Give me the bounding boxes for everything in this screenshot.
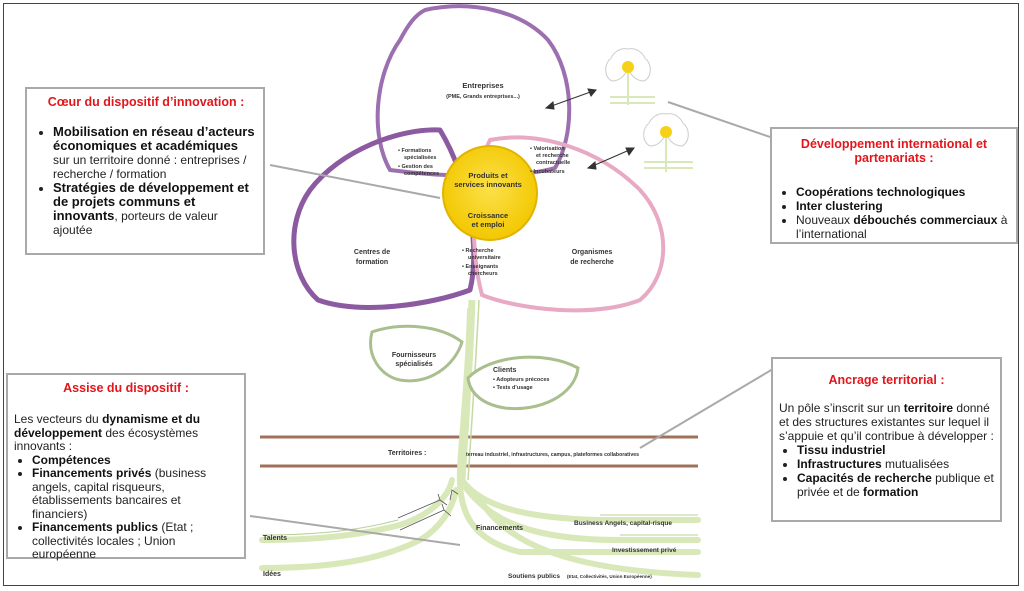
mini-flower-2 (643, 113, 693, 172)
svg-text:et recherche: et recherche (536, 153, 569, 159)
leaf-fournisseurs (369, 324, 464, 383)
image-frame (3, 3, 1019, 586)
svg-text:et emploi: et emploi (472, 220, 505, 229)
coeur-title: Cœur du dispositif d’innovation : (47, 95, 245, 109)
developpement-international-box: Développement international et partenari… (770, 127, 1018, 244)
developpement-title: Développement international et partenari… (800, 137, 988, 165)
mini-flower-1 (605, 48, 655, 105)
assise-item: Financements publics (Etat ; collectivit… (32, 520, 238, 562)
label-organismes-1: Organismes (572, 249, 613, 256)
coeur-list: Mobilisation en réseau d’acteurs économi… (35, 125, 257, 238)
stem (458, 299, 476, 481)
coeur-item: Mobilisation en réseau d’acteurs économi… (53, 125, 257, 182)
svg-text:contractuelle: contractuelle (536, 160, 570, 166)
svg-text:universitaire: universitaire (468, 255, 501, 261)
coeur-item: Stratégies de développement et de projet… (53, 181, 257, 238)
label-idees: Idées (263, 571, 281, 578)
label-centres-1: Centres de (354, 249, 390, 256)
assise-title: Assise du dispositif : (63, 381, 189, 395)
double-arrows (544, 88, 635, 170)
petal-organismes (471, 135, 666, 313)
connector-lines (249, 101, 779, 546)
center-labels: Produits et services innovants Croissanc… (454, 171, 522, 229)
svg-text:• Enseignants: • Enseignants (462, 264, 498, 270)
label-clients-1: • Adopteurs précoces (493, 377, 549, 383)
leaf-clients (466, 355, 580, 411)
ancrage-item: Capacités de recherche publique et privé… (797, 471, 994, 499)
assise-dispositif-box: Assise du dispositif : Les vecteurs du d… (6, 373, 246, 562)
developpement-list: Coopérations technologiques Inter cluste… (778, 185, 1010, 241)
developpement-item: Inter clustering (796, 199, 1010, 213)
ancrage-title: Ancrage territorial : (828, 373, 945, 387)
ancrage-intro: Un pôle s’inscrit sur un territoire donn… (779, 401, 994, 443)
ancrage-territorial-box: Ancrage territorial : Un pôle s’inscrit … (771, 357, 1002, 522)
valorisation-list: • Valorisation et recherche contractuell… (530, 146, 570, 175)
label-soutiens: Soutiens publics (508, 573, 560, 580)
label-investissement: Investissement privé (612, 547, 677, 554)
developpement-item: Coopérations technologiques (796, 185, 1010, 199)
formations-list: • Formations spécialisées • Gestion des … (398, 148, 439, 177)
label-organismes-2: de recherche (570, 259, 614, 266)
ancrage-item: Tissu industriel (797, 443, 994, 457)
assise-list: Compétences Financements privés (busines… (14, 453, 238, 562)
assise-item: Compétences (32, 453, 238, 468)
svg-text:Produits et: Produits et (468, 171, 508, 180)
svg-text:• Recherche: • Recherche (462, 248, 494, 254)
svg-text:Croissance: Croissance (468, 211, 508, 220)
svg-text:• Incubateurs: • Incubateurs (530, 169, 565, 175)
center-core (442, 145, 538, 241)
svg-text:• Gestion des: • Gestion des (398, 164, 433, 170)
assise-item: Financements privés (business angels, ca… (32, 466, 238, 521)
assise-intro: Les vecteurs du dynamisme et du développ… (14, 412, 201, 453)
label-clients-2: • Tests d’usage (493, 385, 533, 391)
coeur-dispositif-box: Cœur du dispositif d’innovation : Mobili… (25, 87, 265, 255)
svg-text:compétences: compétences (404, 171, 439, 177)
label-talents: Talents (263, 535, 287, 542)
label-fournisseurs-1: Fournisseurs (392, 352, 436, 359)
territory-band (260, 435, 698, 468)
root-arrows (397, 489, 459, 531)
label-entreprises-sub: (PME, Grands entreprises...) (446, 94, 520, 100)
label-fournisseurs-2: spécialisés (395, 361, 432, 368)
label-clients: Clients (493, 367, 516, 374)
label-business: Business Angels, capital-risque (574, 520, 672, 527)
ancrage-item: Infrastructures mutualisées (797, 457, 994, 471)
svg-text:chercheurs: chercheurs (468, 271, 498, 277)
label-soutiens-sub: (Etat, Collectivités, Union Européenne) (567, 574, 652, 579)
developpement-item: Nouveaux débouchés commerciaux à l’inter… (796, 213, 1010, 241)
svg-text:services innovants: services innovants (454, 180, 522, 189)
label-centres-2: formation (356, 259, 388, 266)
svg-text:• Valorisation: • Valorisation (530, 146, 565, 152)
svg-text:• Formations: • Formations (398, 148, 431, 154)
label-territoires: Territoires : (388, 450, 426, 457)
ancrage-list: Tissu industriel Infrastructures mutuali… (779, 443, 994, 499)
recherche-list: • Recherche universitaire • Enseignants … (462, 248, 501, 277)
label-financements: Financements (476, 525, 523, 532)
label-territoires-desc: terreau industriel, infrastructures, cam… (466, 452, 639, 458)
label-entreprises: Entreprises (462, 81, 503, 90)
svg-text:spécialisées: spécialisées (404, 155, 436, 161)
